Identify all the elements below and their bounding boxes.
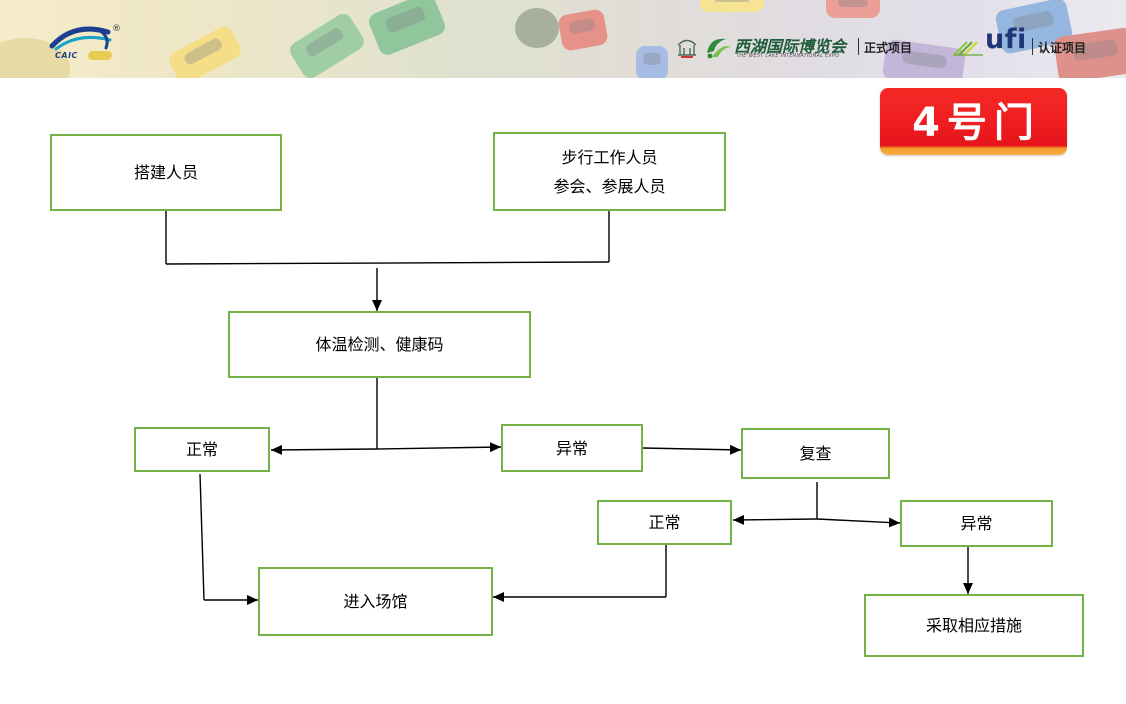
arrow-to-recheck — [642, 444, 742, 455]
hangzhou-emblem-icon — [677, 39, 697, 58]
node-take-measures-label: 采取相应措施 — [925, 616, 1022, 635]
node-pedestrian-label-line1: 步行工作人员 — [561, 147, 658, 167]
node-normal-second: 正常 — [597, 500, 732, 545]
node-normal-first: 正常 — [134, 427, 270, 472]
node-screening-label: 体温检测、健康码 — [315, 335, 444, 354]
gate-badge: 4号门 — [880, 88, 1067, 155]
caic-logo-text: CAIC — [55, 51, 78, 60]
connector-merge-horizontal — [165, 261, 610, 265]
node-normal-first-label: 正常 — [185, 440, 218, 459]
node-temperature-health-code: 体温检测、健康码 — [228, 311, 531, 378]
node-enter-venue: 进入场馆 — [258, 567, 493, 636]
west-lake-expo-swirl-icon — [707, 38, 731, 59]
ufi-logo-text: ufi — [985, 24, 1027, 55]
node-abnormal-second: 异常 — [900, 500, 1053, 547]
registered-mark: ® — [112, 24, 121, 34]
caic-swoosh-icon — [49, 26, 112, 51]
toy-car-blue — [636, 46, 668, 78]
node-pedestrian-staff: 步行工作人员 参会、参展人员 — [493, 132, 726, 211]
node-abnormal-second-label: 异常 — [960, 514, 993, 533]
toy-car-red-top — [826, 0, 880, 18]
node-enter-venue-label: 进入场馆 — [343, 592, 408, 611]
header-banner: CAIC ® 西湖国际博览会 THE WEST LAKE INTERNATION… — [0, 0, 1126, 78]
node-normal-second-label: 正常 — [648, 513, 681, 532]
banner-photo-tree — [515, 8, 559, 48]
node-builders: 搭建人员 — [50, 134, 282, 211]
arrow-to-abnormal-second — [816, 517, 901, 528]
banner-fade-overlay — [0, 0, 1126, 78]
expo-name: 西湖国际博览会 — [734, 37, 847, 56]
gate-badge-label: 4号门 — [912, 99, 1041, 146]
ufi-divider — [1032, 38, 1033, 55]
node-abnormal-first-label: 异常 — [555, 438, 588, 458]
connector-normal-first-down — [199, 473, 205, 601]
node-pedestrian-label-line2: 参会、参展人员 — [553, 176, 666, 196]
node-recheck-label: 复查 — [799, 444, 832, 463]
caic-logo: CAIC ® — [48, 18, 138, 68]
arrow-to-normal-second — [732, 514, 818, 525]
arrow-to-abnormal-first — [376, 442, 502, 453]
arrow-to-normal-first — [270, 444, 378, 455]
node-builders-label: 搭建人员 — [133, 163, 198, 182]
toy-car-yellow-top — [700, 0, 764, 12]
node-take-measures: 采取相应措施 — [864, 594, 1084, 657]
node-abnormal-first: 异常 — [501, 424, 643, 472]
expo-subtitle: THE WEST LAKE INTERNATIONAL EXPO — [736, 53, 840, 59]
ufi-tag: 认证项目 — [1038, 41, 1087, 55]
node-recheck: 复查 — [741, 428, 890, 479]
ufi-swoosh-icon — [953, 41, 983, 56]
expo-divider — [858, 38, 859, 55]
expo-tag: 正式项目 — [864, 41, 913, 55]
